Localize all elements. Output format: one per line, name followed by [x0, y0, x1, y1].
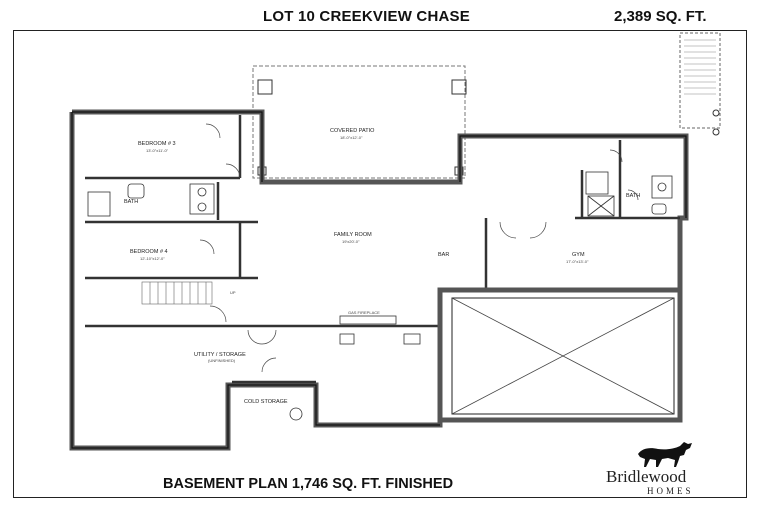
garage-diagonal — [451, 297, 675, 415]
header-bar: LOT 10 CREEKVIEW CHASE 2,389 SQ. FT. — [0, 0, 760, 30]
dim-gym: 17'-0"x13'-0" — [566, 259, 589, 264]
covered-patio-outline — [252, 65, 466, 179]
basement-stair — [141, 281, 213, 305]
bath-fixtures — [87, 171, 673, 421]
label-utility-sub: (UNFINISHED) — [208, 358, 236, 363]
label-bedroom-3: BEDROOM # 3 — [138, 141, 176, 147]
label-bar: BAR — [438, 252, 449, 258]
dim-bedroom-3: 13'-0"x11'-0" — [146, 148, 169, 153]
label-cold-storage: COLD STORAGE — [244, 399, 288, 405]
label-bath-1: BATH — [124, 199, 138, 205]
dim-family-room: 19'x20'-0" — [342, 239, 360, 244]
label-family-room: FAMILY ROOM — [334, 232, 372, 238]
door-swings — [199, 123, 639, 373]
label-utility: UTILITY / STORAGE — [194, 352, 246, 358]
interior-walls — [85, 115, 680, 384]
dim-bedroom-4: 12'-10"x12'-0" — [140, 256, 165, 261]
garage-walls — [437, 287, 683, 423]
label-gym: GYM — [572, 252, 585, 258]
lot-title: LOT 10 CREEKVIEW CHASE — [263, 8, 470, 25]
label-bath-2: BATH — [626, 193, 640, 199]
brand-name: Bridlewood — [606, 467, 687, 486]
fireplace — [339, 315, 397, 325]
label-covered-patio: COVERED PATIO — [330, 128, 375, 134]
patio-post — [257, 79, 273, 95]
exterior-walls — [69, 109, 689, 451]
garage-slab — [451, 297, 675, 415]
brand-sub: HOMES — [647, 486, 694, 496]
deck-outline — [679, 32, 721, 129]
plan-name: BASEMENT PLAN 1,746 SQ. FT. FINISHED — [163, 476, 454, 492]
deck-stair — [684, 39, 716, 95]
patio-post — [451, 79, 467, 95]
label-bedroom-4: BEDROOM # 4 — [130, 249, 168, 255]
total-area: 2,389 SQ. FT. — [614, 8, 707, 25]
dim-covered-patio: 18'-0"x12'-0" — [340, 135, 363, 140]
label-gas-fireplace: GAS FIREPLACE — [348, 310, 380, 315]
label-up: UP — [230, 290, 236, 295]
drawing-frame — [13, 30, 747, 498]
horse-logo-icon — [638, 442, 692, 467]
